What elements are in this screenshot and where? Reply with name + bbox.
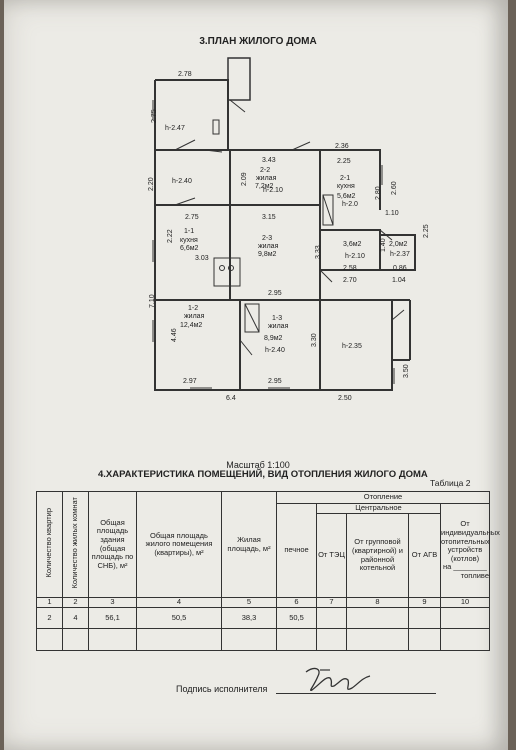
dim-label: 2.09 [241,172,248,186]
header-individual: От индивидуальных отопительных устройств… [439,503,500,598]
dim-label: 1.40 [380,238,387,252]
dim-label: h-2.35 [342,343,362,350]
dim-label: 2.22 [167,229,174,243]
dim-label: 2.75 [185,214,199,221]
header-living-area: Жилая площадь, м² [221,491,277,598]
section-title: 4.ХАРАКТЕРИСТИКА ПОМЕЩЕНИЙ, ВИД ОТОПЛЕНИ… [98,469,428,480]
dim-label: 2.95 [268,378,282,385]
dim-label: 3.30 [311,333,318,347]
room-area: 6,6м2 [180,245,199,252]
dim-label: 1.10 [385,210,399,217]
room-number: 1-2 [188,305,198,312]
dim-label: 2.97 [183,378,197,385]
dim-label: 3.15 [262,214,276,221]
room-type: жилая [184,313,205,320]
room-number: 2-3 [262,235,272,242]
dim-label: 2.58 [343,265,357,272]
header-total-area: Общая площадь здания (общая площадь по С… [88,491,137,598]
dim-label: 2.75 [151,109,158,123]
characteristics-table: Количество квартир Количество жилых комн… [36,491,500,651]
dim-label: 2.36 [335,143,349,150]
dim-label: 2.50 [338,395,352,402]
dim-label: 1.04 [392,277,406,284]
room-type: жилая [268,323,289,330]
header-stove: печное [276,503,317,598]
room-height: h-2.0 [342,201,358,208]
table-label: Таблица 2 [430,478,471,488]
dim-label: 7.10 [149,294,156,308]
signature-mark [305,667,371,692]
header-apartments: Количество квартир [36,491,63,598]
room-height: h-2.37 [390,251,410,258]
room-area: 8,9м2 [264,335,283,342]
dim-label: 2.25 [337,158,351,165]
dim-label: 2.60 [391,181,398,195]
dim-label: 2.95 [268,290,282,297]
room-number: 1-3 [272,315,282,322]
room-area: 9,8м2 [258,251,277,258]
header-central: Центральное [316,503,441,514]
dim-label: 6.4 [226,395,236,402]
header-agv: От АГВ [408,513,441,598]
dim-label: h-2.47 [165,125,185,132]
header-living-total: Общая площадь жилого помещения (квартиры… [136,491,222,598]
room-area: 7,2м2 [255,183,274,190]
dim-label: 3.43 [262,157,276,164]
dim-label: 0.86 [393,265,407,272]
header-rooms: Количество жилых комнат [62,491,89,598]
floor-plan: 2.78 2.75 h-2.47 2.36 3.43 2.25 2.20 h-2… [148,57,430,402]
room-number: 2-2 [260,167,270,174]
header-tec: От ТЭЦ [316,513,347,598]
dim-label: 2.25 [423,224,430,238]
dim-label: 3.50 [403,364,410,378]
dim-label: h-2.40 [172,178,192,185]
room-type: жилая [258,243,279,250]
room-area: 2,0м2 [389,241,408,248]
dim-label: 4.46 [171,328,178,342]
dim-label: 3.33 [315,245,322,259]
room-type: кухня [180,237,198,244]
signature-label: Подпись исполнителя [176,684,268,694]
dim-label: 2.78 [178,71,192,78]
dim-label: 2.80 [375,186,382,200]
room-number: 2-1 [340,175,350,182]
scale-label: Масштаб 1:100 [226,460,290,470]
header-heating: Отопление [275,491,491,504]
dim-label: h-2.40 [265,347,285,354]
room-area: 5,6м2 [337,193,356,200]
dim-label: 2.70 [343,277,357,284]
plan-title: 3.ПЛАН ЖИЛОГО ДОМА [199,36,317,47]
room-type: жилая [256,175,277,182]
room-height: h-2.10 [263,187,283,194]
dim-label: 2.20 [148,177,155,191]
signature-line [276,693,436,694]
dim-label: 3.03 [195,255,209,262]
dim-label: h-2.10 [345,253,365,260]
room-area: 12,4м2 [180,322,202,329]
room-type: кухня [337,183,355,190]
header-group: От групповой (квартирной) и районной кот… [346,513,409,598]
room-area: 3,6м2 [343,241,362,248]
room-number: 1-1 [184,228,194,235]
